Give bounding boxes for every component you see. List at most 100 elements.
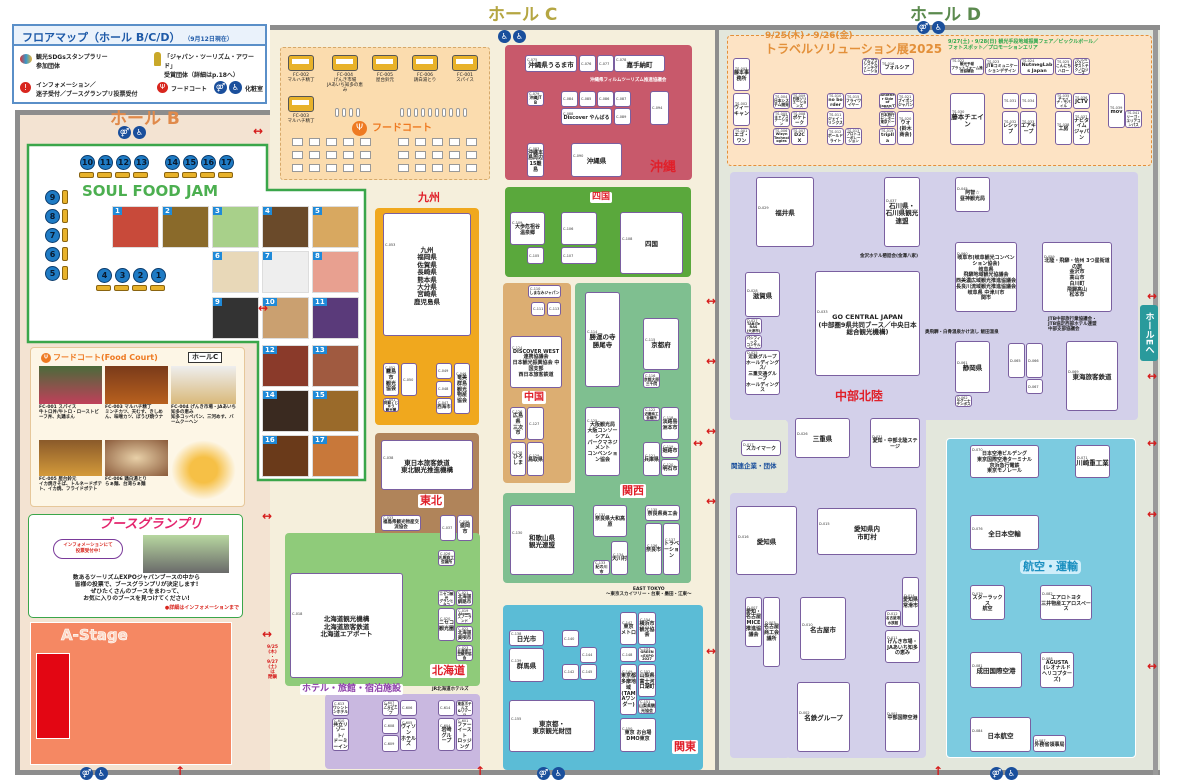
booth-id: C-089	[616, 114, 627, 119]
label-hotel: ホテル・旅館・宿泊施設	[300, 684, 404, 695]
booth-id: TS-041	[1127, 110, 1140, 115]
booth-name: ニセコ観光 グランヒラフ	[439, 592, 454, 606]
stage-label: A-Stage	[61, 626, 128, 645]
restroom-icon: ⚤	[118, 126, 131, 139]
map-date: （9月12日現在）	[184, 36, 233, 43]
booth-name: 川崎重工業	[1076, 458, 1109, 467]
hall-e-sign[interactable]: ホールEへ	[1140, 305, 1158, 361]
label-kanto: 関東	[672, 740, 698, 754]
booth-name: 近畿商工会議所	[644, 411, 659, 420]
booth-name: JCTV	[1075, 99, 1088, 106]
booth-name: NutmegLabs Japan	[1021, 63, 1053, 74]
booth-id: C-053	[385, 242, 396, 247]
booth-id: C-110	[530, 287, 541, 292]
booth-id: C-148	[622, 652, 633, 657]
toilet-c: ♿︎♿	[498, 30, 526, 43]
booth-id: TS-008	[793, 111, 806, 116]
food-truck	[332, 55, 358, 71]
booth-id: D-062	[957, 395, 968, 400]
closed-note: 9/25 (木) ・ 9/27 (土) は 閉鎖	[267, 645, 279, 680]
accessible-icon: ♿	[513, 30, 526, 43]
photo-number: 16	[263, 436, 277, 444]
booth-id: C-105	[529, 253, 540, 258]
accessible-icon: ♿	[133, 126, 146, 139]
booth-id: C-022	[458, 626, 469, 631]
booth-id: C-020	[440, 616, 451, 621]
booth-name: DISCOVER WEST 連携協議会 日本観光振興協会 中国支部 西日本旅客鉄…	[512, 348, 560, 378]
booth-c-608: C-608	[382, 718, 399, 734]
hall-c-food-court-label: フードコート	[372, 123, 432, 134]
booth-name: 奈良県商工会	[647, 511, 678, 518]
table-icon	[309, 164, 320, 172]
booth-id: D-081	[972, 664, 983, 669]
soul-food-jam-title: SOUL FOOD JAM	[82, 182, 219, 200]
booth-name: 名古屋港水族館	[886, 616, 900, 625]
hall-connection-arrow-icon: ↔	[1147, 369, 1158, 383]
table-icon	[360, 151, 371, 159]
booth-id: C-155	[511, 716, 522, 721]
booth-name: 工房	[1058, 126, 1069, 133]
entrance-arrow-icon: ↑	[175, 764, 186, 778]
hall-c-badge: ホールC	[188, 352, 223, 363]
crowd-illustration	[171, 440, 236, 500]
food-truck-icon	[150, 285, 165, 291]
booth-name: エアロトヨタ 三井物産エアロスペース	[1041, 594, 1091, 613]
booth-id: C-108	[622, 237, 633, 242]
booth-id: C-144	[582, 653, 593, 657]
table-icon	[398, 138, 409, 146]
hall-connection-arrow-icon: ↔	[693, 436, 704, 450]
photo-number: 9	[213, 298, 222, 306]
booth-name: 日本航空	[987, 731, 1014, 740]
booth-name: ワシントンホテル	[333, 705, 349, 714]
label-related: 関連企業・団体	[731, 462, 777, 470]
booth-id: C-122	[645, 407, 656, 412]
booth-name: Algam スノーランド	[457, 611, 472, 623]
booth-name: mov	[1110, 108, 1123, 115]
travel-expo-weekend: 9/27(土)・9/28(日) 観光手段地域振興フェア／ピックルボール／ フォト…	[948, 39, 1099, 51]
booth-id: C-126	[512, 410, 523, 414]
stall-number-4: 4	[97, 268, 112, 283]
booth-ts-034: TS-034	[1020, 93, 1037, 109]
travel-expo-dates: 9/25(木)・9/26(金)	[765, 31, 853, 41]
photo-number: 13	[313, 346, 327, 354]
legend: フロアマップ（ホール B/C/D） （9月12日現在） 観光SDGsスタンプラリ…	[12, 24, 267, 104]
chair-icon	[335, 108, 339, 117]
booth-name: triplla	[881, 133, 894, 144]
food-truck-icon	[200, 172, 215, 178]
entrance-arrow-icon: ↑	[475, 764, 486, 778]
booth-id: C-047	[438, 401, 449, 406]
hall-connection-arrow-icon: ↔	[262, 627, 273, 641]
stall-number-16: 16	[201, 155, 216, 170]
booth-name: 東京 お台場 DMO東京	[624, 730, 652, 742]
label-aviation: 航空・運輸	[1020, 560, 1081, 574]
booth-id: C-116	[645, 373, 656, 378]
chair-icon	[456, 108, 460, 117]
booth-c-140: C-140	[562, 630, 579, 647]
booth-id: C-609	[384, 741, 395, 746]
booth-id: D-017	[743, 443, 754, 448]
